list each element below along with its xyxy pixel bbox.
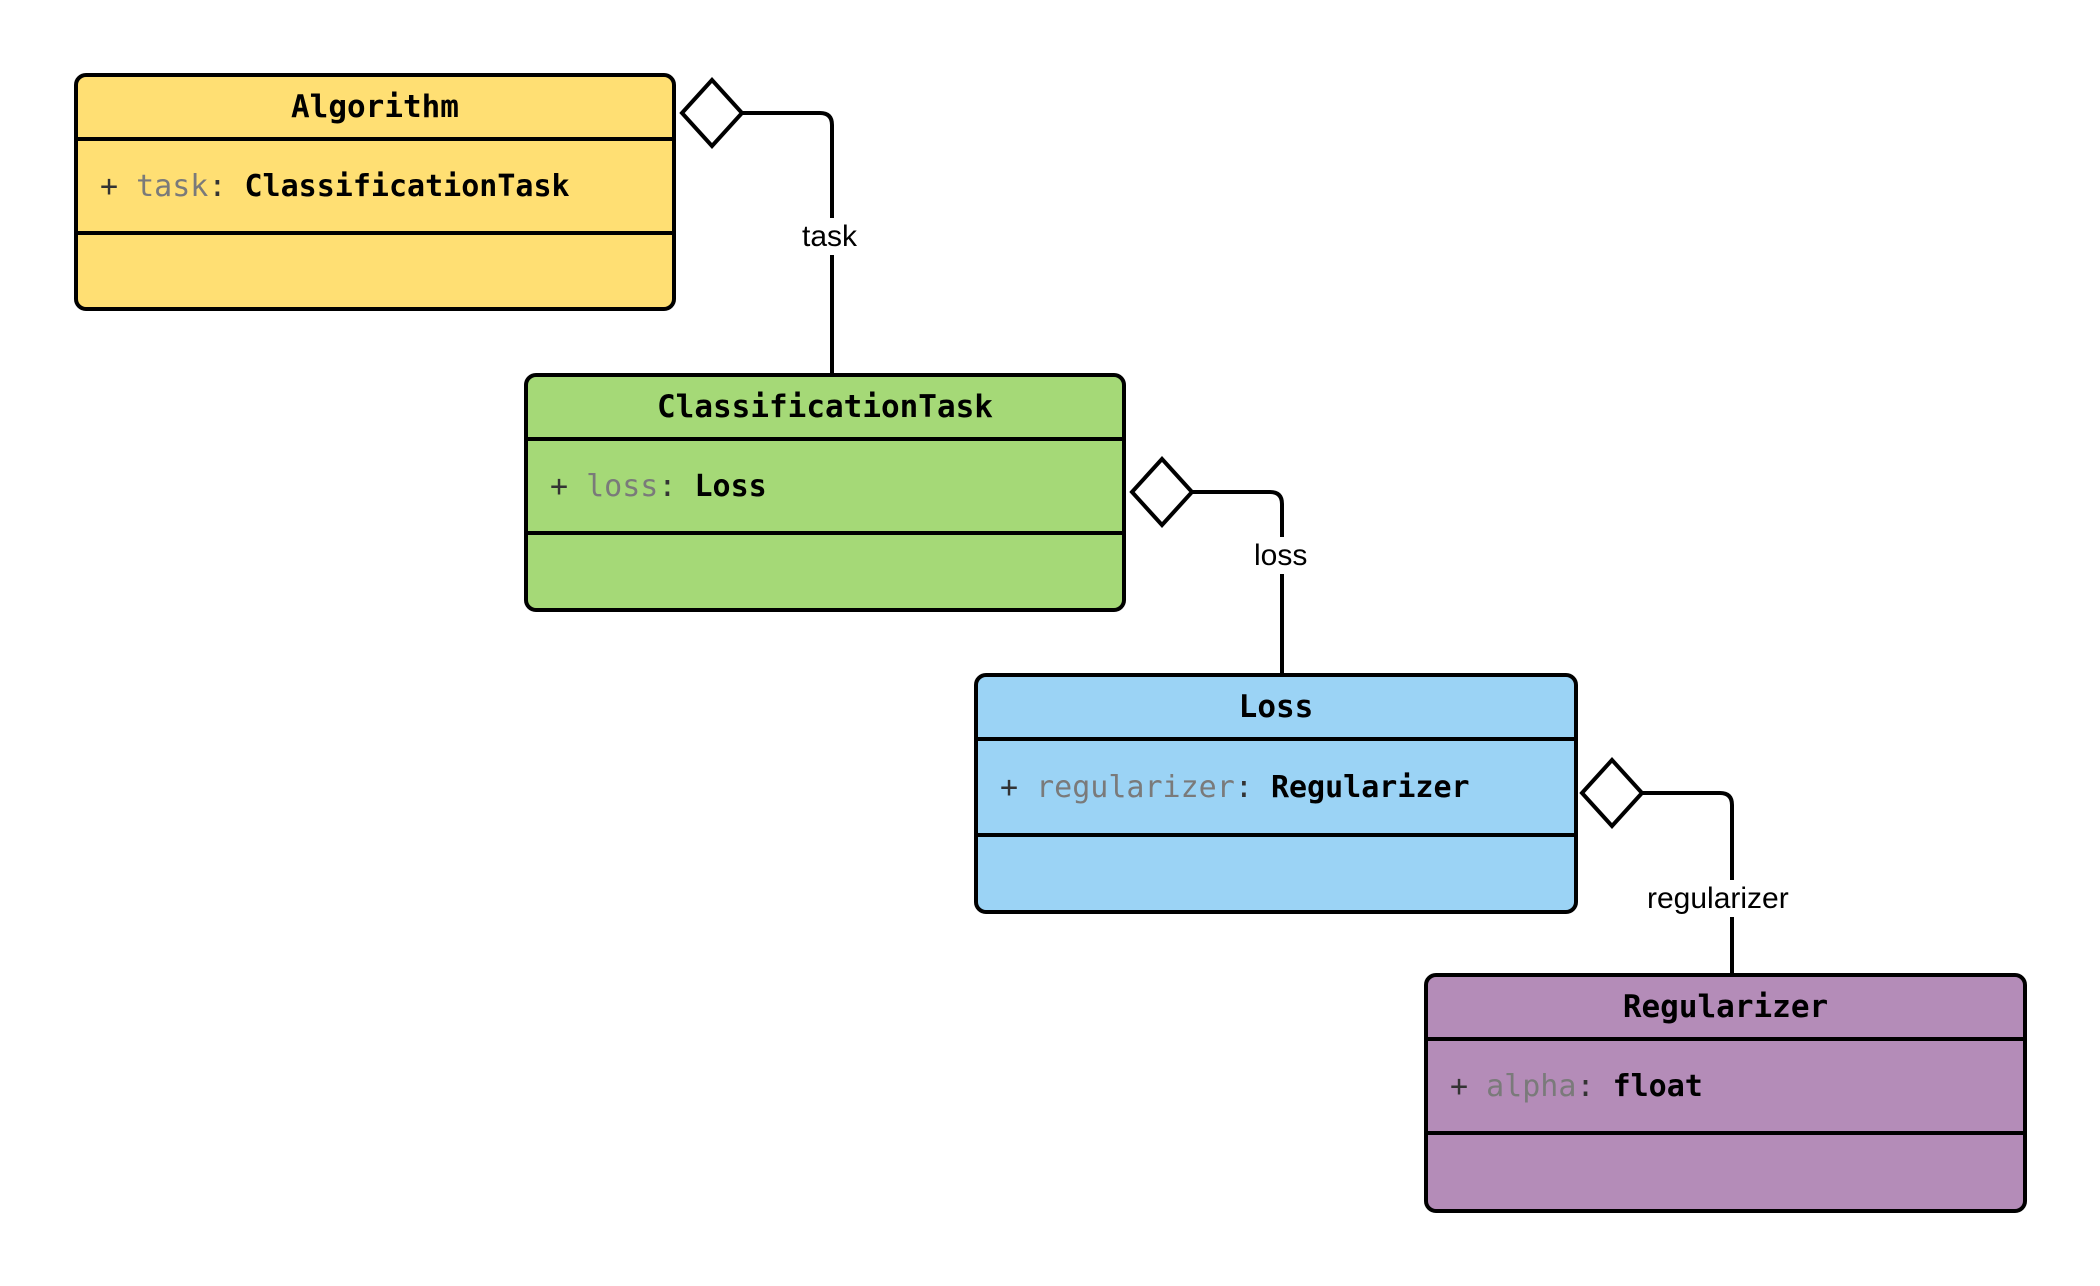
uml-class-regularizer[interactable]: Regularizer + alpha: float (1424, 973, 2027, 1213)
uml-class-name-regularizer: Regularizer (1428, 977, 2023, 1041)
uml-attributes-algorithm: + task: ClassificationTask (78, 141, 672, 235)
uml-class-name-algorithm: Algorithm (78, 77, 672, 141)
attribute-visibility: + (550, 468, 569, 504)
uml-class-algorithm[interactable]: Algorithm + task: ClassificationTask (74, 73, 676, 311)
aggregation-diamond-loss-regularizer (1579, 757, 1645, 829)
uml-class-name-loss: Loss (978, 677, 1574, 741)
uml-attributes-classification-task: + loss: Loss (528, 441, 1122, 535)
aggregation-diamond-algorithm-task (679, 77, 745, 149)
relation-label-task-loss: loss (1247, 537, 1315, 574)
attribute-type: Regularizer (1270, 769, 1470, 805)
uml-attributes-regularizer: + alpha: float (1428, 1041, 2023, 1135)
attribute-visibility: + (1000, 769, 1019, 805)
attribute-name: task (136, 168, 209, 204)
relation-label-algorithm-task: task (795, 218, 865, 255)
aggregation-diamond-task-loss (1129, 456, 1195, 528)
attribute-name: loss (586, 468, 659, 504)
uml-attribute-row: + task: ClassificationTask (100, 169, 570, 204)
uml-class-name-classification-task: ClassificationTask (528, 377, 1122, 441)
uml-methods-classification-task (528, 535, 1122, 608)
uml-class-loss[interactable]: Loss + regularizer: Regularizer (974, 673, 1578, 914)
uml-attribute-row: + loss: Loss (550, 469, 767, 504)
attribute-visibility: + (1450, 1068, 1469, 1104)
attribute-type: Loss (694, 468, 767, 504)
uml-attributes-loss: + regularizer: Regularizer (978, 741, 1574, 837)
uml-attribute-row: + regularizer: Regularizer (1000, 770, 1470, 805)
attribute-name: alpha (1486, 1068, 1577, 1104)
attribute-visibility: + (100, 168, 119, 204)
attribute-type: float (1612, 1068, 1703, 1104)
uml-methods-regularizer (1428, 1135, 2023, 1209)
attribute-separator: : (658, 468, 677, 504)
attribute-separator: : (1234, 769, 1253, 805)
uml-methods-loss (978, 837, 1574, 910)
attribute-type: ClassificationTask (244, 168, 570, 204)
attribute-separator: : (1576, 1068, 1595, 1104)
uml-attribute-row: + alpha: float (1450, 1069, 1703, 1104)
uml-methods-algorithm (78, 235, 672, 307)
relation-line-task-loss (1192, 490, 1284, 673)
relation-label-loss-regularizer: regularizer (1640, 880, 1796, 917)
attribute-separator: : (208, 168, 227, 204)
attribute-name: regularizer (1036, 769, 1235, 805)
uml-class-classification-task[interactable]: ClassificationTask + loss: Loss (524, 373, 1126, 612)
